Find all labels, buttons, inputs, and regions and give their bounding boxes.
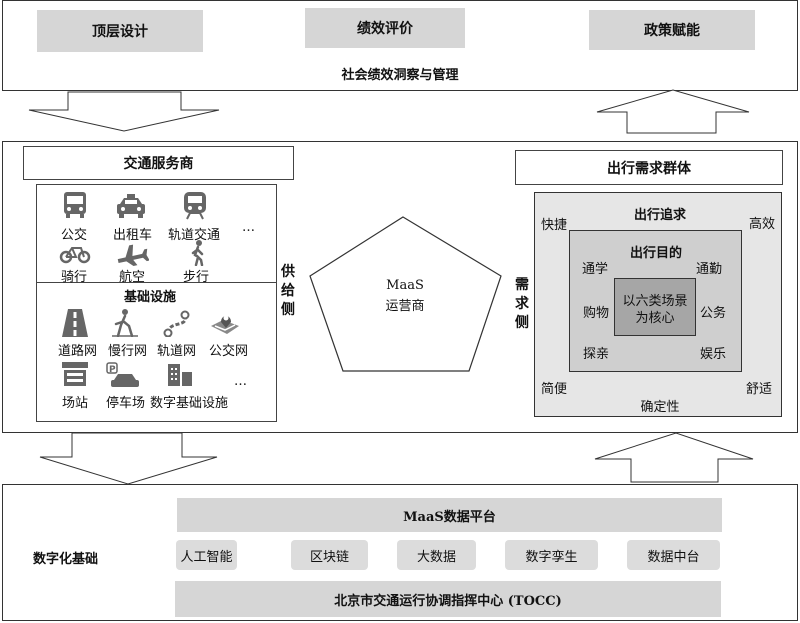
six-scenarios-core — [614, 278, 696, 336]
maas-label: MaaS — [386, 278, 424, 293]
infra-label-slow: 慢行网 — [108, 344, 148, 359]
taxi-icon — [117, 194, 145, 218]
supply-divider — [36, 282, 277, 283]
certainty-label: 确定性 — [640, 400, 680, 415]
bus-network-icon — [211, 315, 239, 334]
mode-label-rail: 轨道交通 — [168, 228, 221, 243]
maas-data-platform: MaaS数据平台 — [177, 498, 722, 532]
walking-icon — [191, 240, 204, 266]
top-caption: 社会绩效洞察与管理 — [341, 68, 459, 83]
up-arrow-top — [596, 89, 750, 134]
tech-data-middle-platform: 数据中台 — [627, 540, 720, 570]
up-arrow-bottom — [594, 432, 754, 483]
mode-label-more: … — [242, 220, 255, 235]
road-network-icon — [62, 309, 88, 337]
infra-label-more: … — [234, 374, 247, 389]
infra-label-station: 场站 — [62, 396, 89, 411]
mode-label-air: 航空 — [119, 270, 146, 285]
purpose-visit: 探亲 — [583, 347, 610, 362]
corner-comfortable: 舒适 — [746, 382, 773, 397]
infra-label-digital: 数字基础设施 — [150, 396, 229, 411]
parking-lot-icon: P — [106, 362, 139, 387]
digital-infrastructure-icon — [168, 364, 192, 386]
rail-transit-icon — [184, 192, 206, 220]
infra-label-rail: 轨道网 — [157, 344, 197, 359]
corner-efficient: 高效 — [749, 217, 776, 232]
purpose-shopping: 购物 — [583, 306, 610, 321]
down-arrow-bottom — [39, 432, 218, 485]
tech-blockchain: 区块链 — [291, 540, 368, 570]
tocc-center: 北京市交通运行协调指挥中心 (TOCC) — [175, 581, 721, 617]
performance-eval-box: 绩效评价 — [305, 8, 465, 48]
bus-icon — [64, 192, 86, 218]
supply-box — [36, 184, 277, 422]
core-text-line1: 以六类场景 — [622, 294, 688, 309]
demand-side-label: 需求侧 — [514, 276, 530, 333]
mode-label-bike: 骑行 — [61, 270, 88, 285]
mode-label-taxi: 出租车 — [113, 228, 153, 243]
mode-label-walk: 步行 — [183, 270, 210, 285]
corner-simple: 简便 — [541, 382, 568, 397]
purpose-commute: 通勤 — [696, 262, 723, 277]
bicycle-icon — [59, 247, 91, 264]
purpose-business: 公务 — [700, 306, 727, 321]
policy-empower-box: 政策赋能 — [589, 10, 755, 50]
core-text-line2: 为核心 — [635, 311, 675, 326]
supply-side-label: 供给侧 — [280, 263, 296, 320]
infra-label-road: 道路网 — [58, 344, 98, 359]
airplane-icon — [117, 244, 149, 266]
demand-side-text: 需求侧 — [515, 277, 529, 331]
travel-demand-header: 出行需求群体 — [515, 150, 783, 185]
down-arrow-top — [28, 91, 220, 132]
infra-label-bus: 公交网 — [209, 344, 249, 359]
tech-ai: 人工智能 — [176, 540, 237, 570]
digital-foundation-label: 数字化基础 — [33, 552, 99, 567]
infra-label-parking: 停车场 — [106, 396, 146, 411]
top-design-box: 顶层设计 — [37, 10, 203, 52]
infrastructure-title: 基础设施 — [124, 290, 177, 305]
travel-pursuit-title: 出行追求 — [633, 208, 686, 223]
travel-purpose-title: 出行目的 — [629, 246, 682, 261]
corner-fast: 快捷 — [541, 218, 568, 233]
purpose-leisure: 娱乐 — [700, 347, 727, 362]
tech-digital-twin: 数字孪生 — [505, 540, 598, 570]
transport-provider-header: 交通服务商 — [23, 146, 294, 180]
mode-label-bus: 公交 — [61, 228, 88, 243]
svg-text:P: P — [109, 365, 116, 375]
rail-network-icon — [163, 310, 190, 337]
station-icon — [62, 362, 88, 386]
slow-traffic-network-icon — [112, 309, 138, 337]
supply-side-text: 供给侧 — [281, 264, 295, 318]
maas-operator-label: 运营商 — [385, 299, 425, 314]
maas-pentagon — [309, 216, 502, 372]
tech-bigdata: 大数据 — [397, 540, 476, 570]
purpose-school: 通学 — [582, 262, 609, 277]
